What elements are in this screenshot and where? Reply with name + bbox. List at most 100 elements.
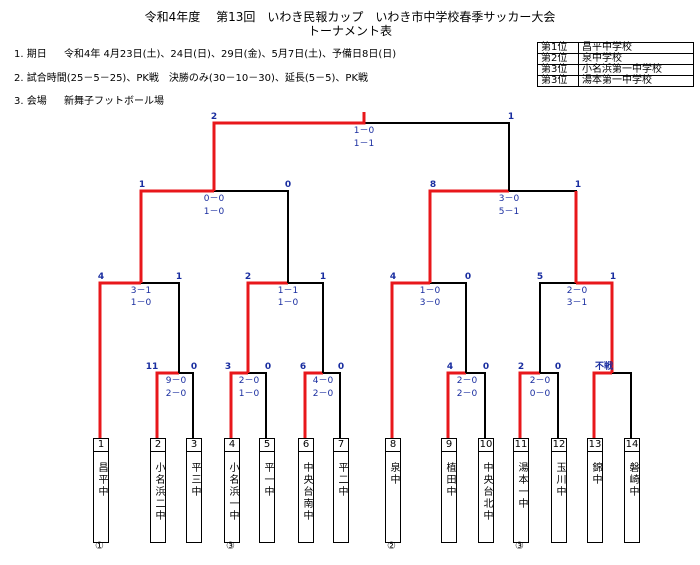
team-name: 泉中 bbox=[388, 462, 399, 486]
qf-1-score2: 1－0 bbox=[131, 298, 152, 308]
r1-2-right: 0 bbox=[265, 362, 271, 372]
team-name: 植田中 bbox=[444, 462, 455, 498]
ranking-name: 湯本第一中学校 bbox=[578, 75, 694, 87]
info-time: 2. 試合時間(25－5－25)、PK戦 決勝のみ(30－10－30)、延長(5… bbox=[14, 69, 368, 84]
team-num: 7 bbox=[334, 439, 348, 452]
team-name: 錦中 bbox=[590, 462, 601, 486]
r1-5-score2: 0－0 bbox=[530, 389, 551, 399]
qf-2-right: 1 bbox=[320, 272, 326, 282]
final-right: 1 bbox=[508, 112, 514, 122]
info-date-text: 令和4年 4月23日(土)、24日(日)、29日(金)、5月7日(土)、予備日8… bbox=[64, 49, 397, 60]
r1-3-score1: 4－0 bbox=[313, 376, 334, 386]
team-box-7: 7 平二中 bbox=[333, 438, 349, 543]
rankings-table: 第1位昌平中学校 第2位泉中学校 第3位小名浜第一中学校 第3位湯本第一中学校 bbox=[537, 42, 694, 87]
bracket-qf-2-win bbox=[246, 281, 288, 373]
sf-1-left: 1 bbox=[139, 180, 145, 190]
ranking-row: 第1位昌平中学校 bbox=[537, 42, 694, 54]
bracket-sf-2-win bbox=[428, 189, 578, 283]
bracket-r1-3-win bbox=[303, 371, 323, 438]
place-mark-4: ③ bbox=[226, 541, 235, 552]
team-num: 11 bbox=[514, 439, 528, 452]
info-date-label: 1. 期日 bbox=[14, 49, 47, 60]
sf-1-right: 0 bbox=[285, 180, 291, 190]
place-mark-8: ② bbox=[387, 541, 396, 552]
qf-2-score2: 1－0 bbox=[278, 298, 299, 308]
team-num: 8 bbox=[386, 439, 400, 452]
team-name: 小名浜一中 bbox=[227, 462, 238, 522]
ranking-row: 第3位小名浜第一中学校 bbox=[537, 64, 694, 76]
team-box-4: 4 小名浜一中 bbox=[224, 438, 240, 543]
team-num: 2 bbox=[151, 439, 165, 452]
team-num: 3 bbox=[187, 439, 201, 452]
r1-3-score2: 2－0 bbox=[313, 389, 334, 399]
r1-5-score1: 2－0 bbox=[530, 376, 551, 386]
qf-2-score1: 1－1 bbox=[278, 286, 298, 296]
team-box-11: 11 湯本一中 bbox=[513, 438, 529, 543]
sf-1-score1: 0－0 bbox=[204, 194, 225, 204]
r1-2-left: 3 bbox=[225, 362, 231, 372]
r1-5-left: 2 bbox=[518, 362, 524, 372]
team-name: 中央台南中 bbox=[301, 462, 312, 522]
r1-4-score2: 2－0 bbox=[457, 389, 478, 399]
team-name: 小名浜二中 bbox=[153, 462, 164, 522]
r1-2-score2: 1－0 bbox=[239, 389, 260, 399]
bracket-qf-3-win bbox=[390, 281, 430, 438]
info-venue-text: 新舞子フットボール場 bbox=[64, 96, 164, 107]
qf-2-left: 2 bbox=[245, 272, 251, 282]
team-box-5: 5 平一中 bbox=[259, 438, 275, 543]
team-name: 平二中 bbox=[336, 462, 347, 498]
bracket-qf-4 bbox=[539, 282, 613, 373]
page-subtitle: トーナメント表 bbox=[307, 24, 392, 38]
bracket-sf-1-win bbox=[139, 189, 214, 283]
bracket-r1-5-win bbox=[518, 371, 540, 438]
place-mark-11: ③ bbox=[515, 541, 524, 552]
bracket-r1-6-win bbox=[592, 371, 612, 438]
team-num: 5 bbox=[260, 439, 274, 452]
bracket-r1-2-win bbox=[229, 371, 248, 438]
r1-2-score1: 2－0 bbox=[239, 376, 260, 386]
team-num: 13 bbox=[588, 439, 602, 452]
qf-3-score1: 1－0 bbox=[420, 286, 441, 296]
r1-3-right: 0 bbox=[338, 362, 344, 372]
ranking-pos: 第3位 bbox=[537, 75, 579, 87]
info-venue: 3. 会場 新舞子フットボール場 bbox=[14, 92, 164, 107]
qf-3-score2: 3－0 bbox=[420, 298, 441, 308]
r1-1-score2: 2－0 bbox=[166, 389, 187, 399]
bracket-r1-4-win bbox=[446, 371, 466, 438]
final-score2: 1－1 bbox=[354, 139, 374, 149]
info-time-label: 2. 試合時間(25－5－25)、PK戦 決勝のみ(30－10－30)、延長(5… bbox=[14, 73, 369, 84]
r1-3-left: 6 bbox=[300, 362, 306, 372]
r1-4-left: 4 bbox=[447, 362, 453, 372]
r1-1-right: 0 bbox=[191, 362, 197, 372]
sf-2-right: 1 bbox=[575, 180, 581, 190]
team-num: 9 bbox=[442, 439, 456, 452]
team-name: 平一中 bbox=[262, 462, 273, 498]
sf-1-score2: 1－0 bbox=[204, 207, 225, 217]
bracket-final-win bbox=[212, 112, 366, 191]
team-name: 昌平中 bbox=[96, 462, 107, 498]
info-venue-label: 3. 会場 bbox=[14, 96, 47, 107]
team-name: 中央台北中 bbox=[481, 462, 492, 522]
qf-4-score1: 2－0 bbox=[567, 286, 588, 296]
qf-1-left: 4 bbox=[98, 272, 104, 282]
team-num: 4 bbox=[225, 439, 239, 452]
bracket-qf-1-win bbox=[98, 281, 141, 438]
team-name: 玉川中 bbox=[554, 462, 565, 498]
r1-1-score1: 9－0 bbox=[166, 376, 187, 386]
r1-5-right: 0 bbox=[555, 362, 561, 372]
team-num: 10 bbox=[479, 439, 493, 452]
final-left: 2 bbox=[211, 112, 217, 122]
team-name: 湯本一中 bbox=[516, 462, 527, 510]
qf-4-left: 5 bbox=[537, 272, 543, 282]
bracket-qf-4-win bbox=[576, 281, 614, 373]
qf-1-score1: 3－1 bbox=[131, 286, 151, 296]
qf-1-right: 1 bbox=[176, 272, 182, 282]
r1-4-right: 0 bbox=[483, 362, 489, 372]
final-score1: 1－0 bbox=[354, 126, 375, 136]
team-num: 14 bbox=[625, 439, 639, 452]
